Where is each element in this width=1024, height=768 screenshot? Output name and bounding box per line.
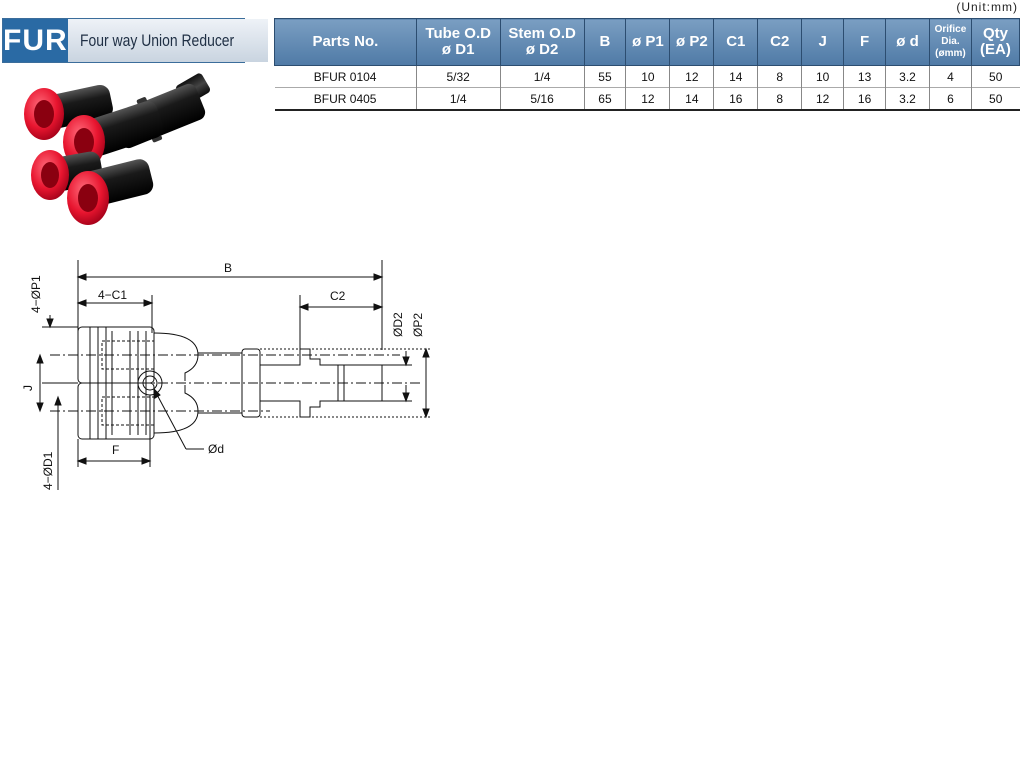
technical-drawing: B 4−C1 C2	[21, 260, 432, 490]
table-row: BFUR 0405 1/4 5/16 65 12 14 16 8 12 16 3…	[274, 87, 1020, 110]
cell: 3.2	[885, 65, 930, 88]
cell: 12	[625, 87, 670, 110]
product-name: Four way Union Reducer	[67, 19, 268, 62]
cell: 13	[843, 65, 886, 88]
cell: 50	[970, 87, 1020, 110]
cell: 14	[669, 87, 714, 110]
col-orifice: Orifice Dia.(ømm)	[928, 18, 972, 66]
dim-b: B	[76, 260, 384, 350]
cell: 16	[713, 87, 758, 110]
label-d1: 4−ØD1	[41, 451, 55, 490]
fitting-outline	[50, 326, 420, 440]
cell: 65	[583, 87, 626, 110]
col-c2: C2	[757, 18, 803, 66]
cell: 14	[713, 65, 758, 88]
cell: 50	[970, 65, 1020, 88]
label-d2: ØD2	[391, 312, 405, 337]
col-d: ø d	[885, 18, 930, 66]
label-b: B	[224, 261, 232, 275]
product-photo	[24, 73, 211, 225]
cell: 1/4	[415, 87, 501, 110]
cell: 4	[928, 65, 972, 88]
col-j: J	[801, 18, 845, 66]
cell: 1/4	[499, 65, 585, 88]
product-code: FUR	[3, 19, 68, 62]
branch-icon	[67, 159, 154, 225]
product-header: FUR Four way Union Reducer	[2, 18, 268, 63]
cell: 5/16	[499, 87, 585, 110]
cell: 5/32	[415, 65, 501, 88]
table-row: BFUR 0104 5/32 1/4 55 10 12 14 8 10 13 3…	[274, 65, 1020, 88]
cell: 8	[757, 65, 802, 88]
cell: 8	[757, 87, 802, 110]
label-p1: 4−ØP1	[29, 275, 43, 313]
cell: BFUR 0104	[274, 65, 417, 88]
cell: 6	[928, 87, 972, 110]
cell: 12	[669, 65, 714, 88]
cell: 10	[625, 65, 670, 88]
col-parts-no: Parts No.	[274, 18, 417, 66]
label-c2: C2	[330, 289, 346, 303]
col-f: F	[843, 18, 887, 66]
unit-note: (Unit:mm)	[956, 0, 1018, 14]
cell: 12	[801, 87, 844, 110]
cell: BFUR 0405	[274, 87, 417, 110]
col-p2: ø P2	[669, 18, 715, 66]
dim-d: Ød	[153, 387, 224, 456]
col-b: B	[583, 18, 627, 66]
dim-f: F	[76, 395, 152, 467]
dim-c2: C2	[298, 289, 384, 350]
col-p1: ø P1	[625, 18, 671, 66]
dim-d1: 4−ØD1	[41, 395, 62, 490]
dim-p1: 4−ØP1	[29, 275, 78, 384]
cell: 10	[801, 65, 844, 88]
label-j: J	[21, 385, 35, 391]
product-name-text: Four way Union Reducer	[79, 30, 234, 50]
col-qty: Qty(EA)	[970, 18, 1021, 66]
label-f: F	[112, 443, 119, 457]
col-c1: C1	[713, 18, 759, 66]
cell: 55	[583, 65, 626, 88]
cell: 16	[843, 87, 886, 110]
label-p2: ØP2	[411, 313, 425, 337]
cell: 3.2	[885, 87, 930, 110]
dim-d2-p2: ØD2 ØP2	[260, 312, 432, 419]
dim-c1: 4−C1	[76, 288, 154, 333]
dim-j: J	[21, 353, 44, 413]
label-c1: 4−C1	[98, 288, 127, 302]
label-d: Ød	[208, 442, 224, 456]
